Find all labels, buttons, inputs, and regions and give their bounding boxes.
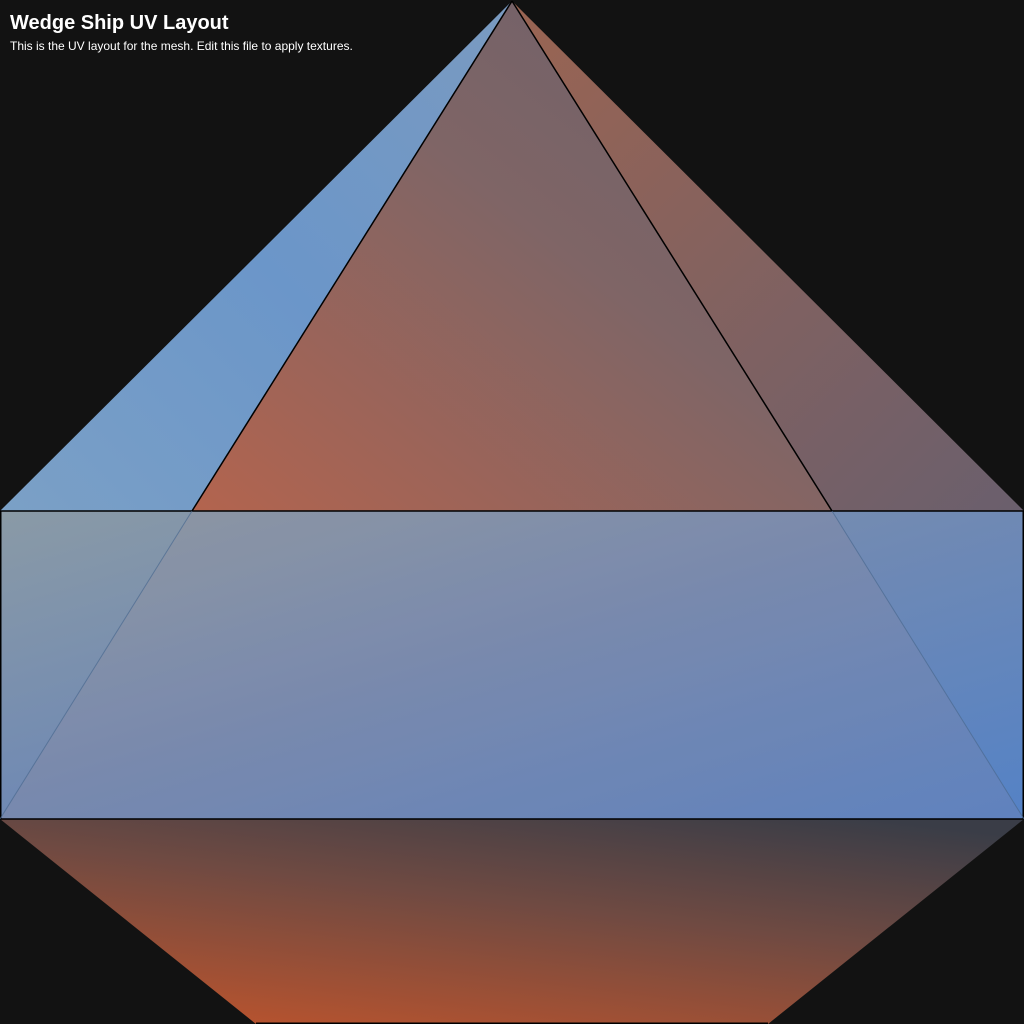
uv-faint-edges — [0, 510, 1024, 820]
page-subtitle: This is the UV layout for the mesh. Edit… — [10, 39, 353, 53]
page-title: Wedge Ship UV Layout — [10, 12, 229, 34]
uv-face-left-triangle — [0, 1, 512, 511]
uv-face-top-center-triangle — [192, 1, 832, 511]
uv-face-bottom-trapezoid — [0, 819, 1024, 1024]
uv-face-middle-band — [0, 511, 1024, 819]
uv-face-band-overlay-trapezoid — [0, 511, 1024, 819]
uv-face-right-triangle — [512, 1, 1024, 511]
header: Wedge Ship UV Layout This is the UV layo… — [10, 10, 530, 54]
